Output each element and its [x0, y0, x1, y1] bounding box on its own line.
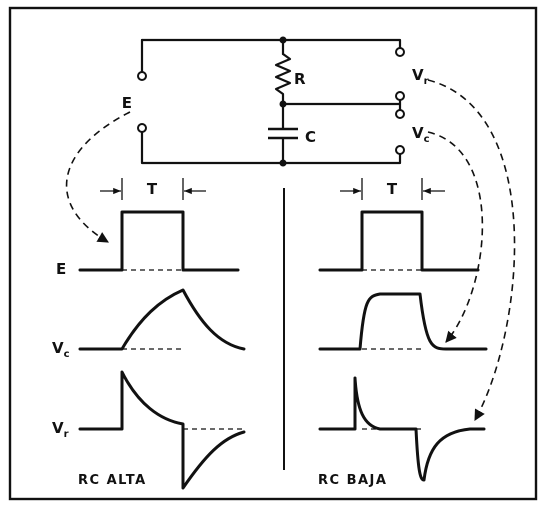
resistor-symbol: [274, 52, 292, 106]
arrow-e-to-input-wave: [65, 111, 131, 243]
left-vc-waveform: [78, 288, 246, 351]
outer-frame: [8, 6, 538, 501]
arrow-vc-to-right-vc-wave: [427, 131, 484, 343]
arrow-vr-to-right-vr-wave: [427, 79, 516, 421]
left-period-label: T: [147, 180, 158, 198]
right-vr-waveform: [318, 376, 486, 482]
rc-circuit: E R C Vr Vc: [122, 36, 430, 167]
vr-output-label: Vr: [412, 66, 429, 87]
left-vr-label: Vr: [52, 419, 69, 440]
left-vr-waveform: [78, 370, 246, 490]
right-waveforms: T RC BAJA: [318, 178, 488, 488]
right-e-waveform: [318, 210, 480, 272]
input-label: E: [122, 94, 132, 112]
right-period-label: T: [387, 180, 398, 198]
left-vc-label: Vc: [52, 339, 70, 360]
resistor-label: R: [294, 70, 306, 88]
right-caption: RC BAJA: [318, 473, 387, 488]
left-waveforms: T E Vc Vr RC ALTA: [52, 178, 246, 490]
vc-output-label: Vc: [412, 124, 430, 145]
left-e-label: E: [56, 260, 66, 278]
left-e-waveform: [78, 210, 240, 272]
left-caption: RC ALTA: [78, 473, 147, 488]
right-vc-waveform: [318, 292, 488, 351]
capacitor-label: C: [305, 128, 316, 146]
